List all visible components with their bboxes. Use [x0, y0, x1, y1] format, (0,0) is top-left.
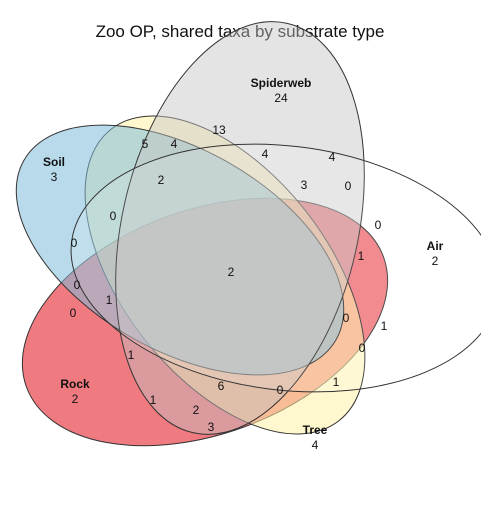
region-count: 2	[228, 265, 235, 279]
air-count: 2	[432, 254, 439, 268]
air-label: Air	[427, 239, 444, 253]
tree-count: 4	[312, 438, 319, 452]
region-count: 3	[301, 178, 308, 192]
set-ellipses	[15, 21, 481, 447]
region-count: 2	[193, 403, 200, 417]
region-count: 0	[359, 341, 366, 355]
spiderweb-count: 24	[274, 91, 288, 105]
rock-count: 2	[72, 392, 79, 406]
region-count: 3	[208, 420, 215, 434]
soil-count: 3	[51, 170, 58, 184]
tree-label: Tree	[303, 423, 328, 437]
region-count: 1	[358, 249, 365, 263]
region-count: 2	[158, 173, 165, 187]
rock-label: Rock	[60, 377, 90, 391]
region-count: 0	[345, 179, 352, 193]
region-count: 1	[381, 319, 388, 333]
region-count: 4	[329, 150, 336, 164]
diagram-title: Zoo OP, shared taxa by substrate type	[96, 22, 385, 41]
spiderweb-ellipse	[115, 21, 365, 435]
region-count: 1	[106, 293, 113, 307]
region-count: 0	[71, 236, 78, 250]
region-count: 6	[218, 379, 225, 393]
soil-label: Soil	[43, 155, 65, 169]
region-count: 13	[212, 123, 226, 137]
spiderweb-label: Spiderweb	[251, 76, 312, 90]
region-count: 0	[343, 311, 350, 325]
set-labels: Soil 3 Spiderweb 24 Air 2 Rock 2 Tree 4	[43, 76, 444, 452]
region-count: 0	[277, 383, 284, 397]
region-count: 0	[70, 306, 77, 320]
region-count: 0	[375, 218, 382, 232]
region-counts: 5 4 13 4 4 2 3 0 0 0 0 1 0 2 0 0 1 1 0 1…	[70, 123, 388, 434]
region-count: 1	[333, 375, 340, 389]
region-count: 4	[262, 147, 269, 161]
region-count: 0	[74, 278, 81, 292]
region-count: 4	[171, 137, 178, 151]
region-count: 5	[142, 137, 149, 151]
air-ellipse	[70, 143, 481, 393]
region-count: 1	[128, 348, 135, 362]
region-count: 1	[150, 393, 157, 407]
region-count: 0	[110, 209, 117, 223]
